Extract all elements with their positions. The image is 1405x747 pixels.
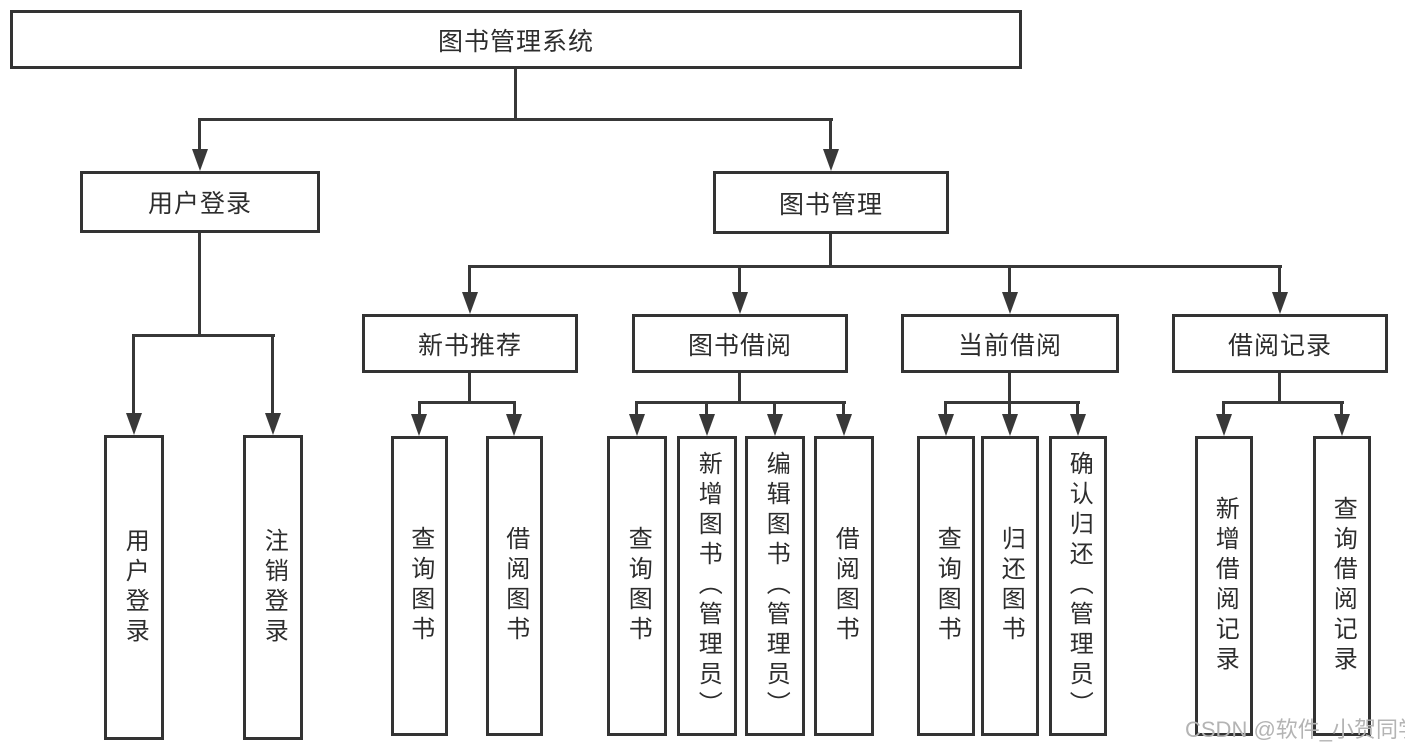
connector-user-login-stem <box>198 233 201 337</box>
node-label: 查询图书 <box>624 526 652 646</box>
down-arrow-icon <box>938 414 954 436</box>
node-book-management: 图书管理 <box>713 171 949 234</box>
connector-leaf-drop <box>842 401 845 419</box>
down-arrow-icon <box>126 413 142 435</box>
connector-group-drop <box>468 265 471 298</box>
node-label: 确认归还（管理员） <box>1065 451 1093 721</box>
connector-group-drop <box>738 265 741 298</box>
connector-user-login-rail <box>132 334 275 337</box>
node-label: 借阅图书 <box>501 526 529 646</box>
node-borrow-books-1: 借阅图书 <box>486 436 543 736</box>
node-label: 用户登录 <box>121 527 149 648</box>
connector-rail <box>418 401 516 404</box>
connector-leaf-drop <box>132 334 135 418</box>
connector-rail <box>1222 401 1344 404</box>
node-library-system: 图书管理系统 <box>10 10 1022 69</box>
connector-rail <box>944 401 1080 404</box>
node-new-book-recommend: 新书推荐 <box>362 314 578 373</box>
down-arrow-icon <box>411 414 427 436</box>
down-arrow-icon <box>732 292 748 314</box>
down-arrow-icon <box>629 414 645 436</box>
connector-stem <box>738 373 741 403</box>
connector-book-mgmt-rail <box>468 265 1282 268</box>
connector-leaf-drop <box>1008 401 1011 419</box>
node-label: 借阅图书 <box>831 526 859 646</box>
node-return-book: 归还图书 <box>981 436 1039 736</box>
node-query-books-1: 查询图书 <box>391 436 448 736</box>
connector-stem <box>1008 373 1011 403</box>
node-query-books-2: 查询图书 <box>607 436 667 736</box>
node-current-borrowing: 当前借阅 <box>901 314 1119 373</box>
connector-root-stem <box>514 69 517 121</box>
down-arrow-icon <box>1002 292 1018 314</box>
node-label: 注销登录 <box>260 527 288 648</box>
connector-leaf-drop <box>705 401 708 419</box>
down-arrow-icon <box>1334 414 1350 436</box>
node-add-borrow-record: 新增借阅记录 <box>1195 436 1253 736</box>
node-user-login: 用户登录 <box>80 171 320 233</box>
down-arrow-icon <box>767 414 783 436</box>
node-label: 新增借阅记录 <box>1211 496 1239 676</box>
connector-rail <box>635 401 846 404</box>
connector-leaf-drop <box>773 401 776 419</box>
connector-group-drop <box>1278 265 1281 298</box>
down-arrow-icon <box>1070 414 1086 436</box>
connector-group-drop <box>1008 265 1011 298</box>
node-query-borrow-record: 查询借阅记录 <box>1313 436 1371 736</box>
node-book-borrowing: 图书借阅 <box>632 314 848 373</box>
down-arrow-icon <box>192 149 208 171</box>
node-borrow-books-2: 借阅图书 <box>814 436 874 736</box>
connector-root-rail <box>198 118 833 121</box>
node-confirm-return-admin: 确认归还（管理员） <box>1049 436 1107 736</box>
down-arrow-icon <box>462 292 478 314</box>
connector-user-login-drop <box>198 118 201 154</box>
node-logout-leaf: 注销登录 <box>243 435 303 740</box>
down-arrow-icon <box>699 414 715 436</box>
connector-leaf-drop <box>1222 401 1225 419</box>
connector-leaf-drop <box>418 401 421 419</box>
down-arrow-icon <box>506 414 522 436</box>
connector-leaf-drop <box>513 401 516 419</box>
node-borrowing-records: 借阅记录 <box>1172 314 1388 373</box>
connector-book-mgmt-stem <box>829 234 832 268</box>
node-label: 查询图书 <box>406 526 434 646</box>
node-user-login-leaf: 用户登录 <box>104 435 164 740</box>
node-label: 查询图书 <box>933 526 961 646</box>
node-add-book-admin: 新增图书（管理员） <box>677 436 737 736</box>
connector-leaf-drop <box>1076 401 1079 419</box>
connector-stem <box>468 373 471 403</box>
down-arrow-icon <box>836 414 852 436</box>
connector-leaf-drop <box>1340 401 1343 419</box>
down-arrow-icon <box>1272 292 1288 314</box>
node-label: 归还图书 <box>997 526 1025 646</box>
connector-leaf-drop <box>944 401 947 419</box>
down-arrow-icon <box>1216 414 1232 436</box>
connector-leaf-drop <box>635 401 638 419</box>
csdn-watermark: CSDN @软件_小贺同学 <box>1185 717 1405 742</box>
node-label: 编辑图书（管理员） <box>762 451 790 721</box>
down-arrow-icon <box>823 149 839 171</box>
node-query-books-3: 查询图书 <box>917 436 975 736</box>
down-arrow-icon <box>1002 414 1018 436</box>
node-label: 查询借阅记录 <box>1329 496 1357 676</box>
connector-book-mgmt-drop <box>829 118 832 154</box>
connector-stem <box>1278 373 1281 403</box>
node-label: 新增图书（管理员） <box>694 451 722 721</box>
node-edit-book-admin: 编辑图书（管理员） <box>745 436 805 736</box>
connector-leaf-drop <box>271 334 274 418</box>
down-arrow-icon <box>265 413 281 435</box>
